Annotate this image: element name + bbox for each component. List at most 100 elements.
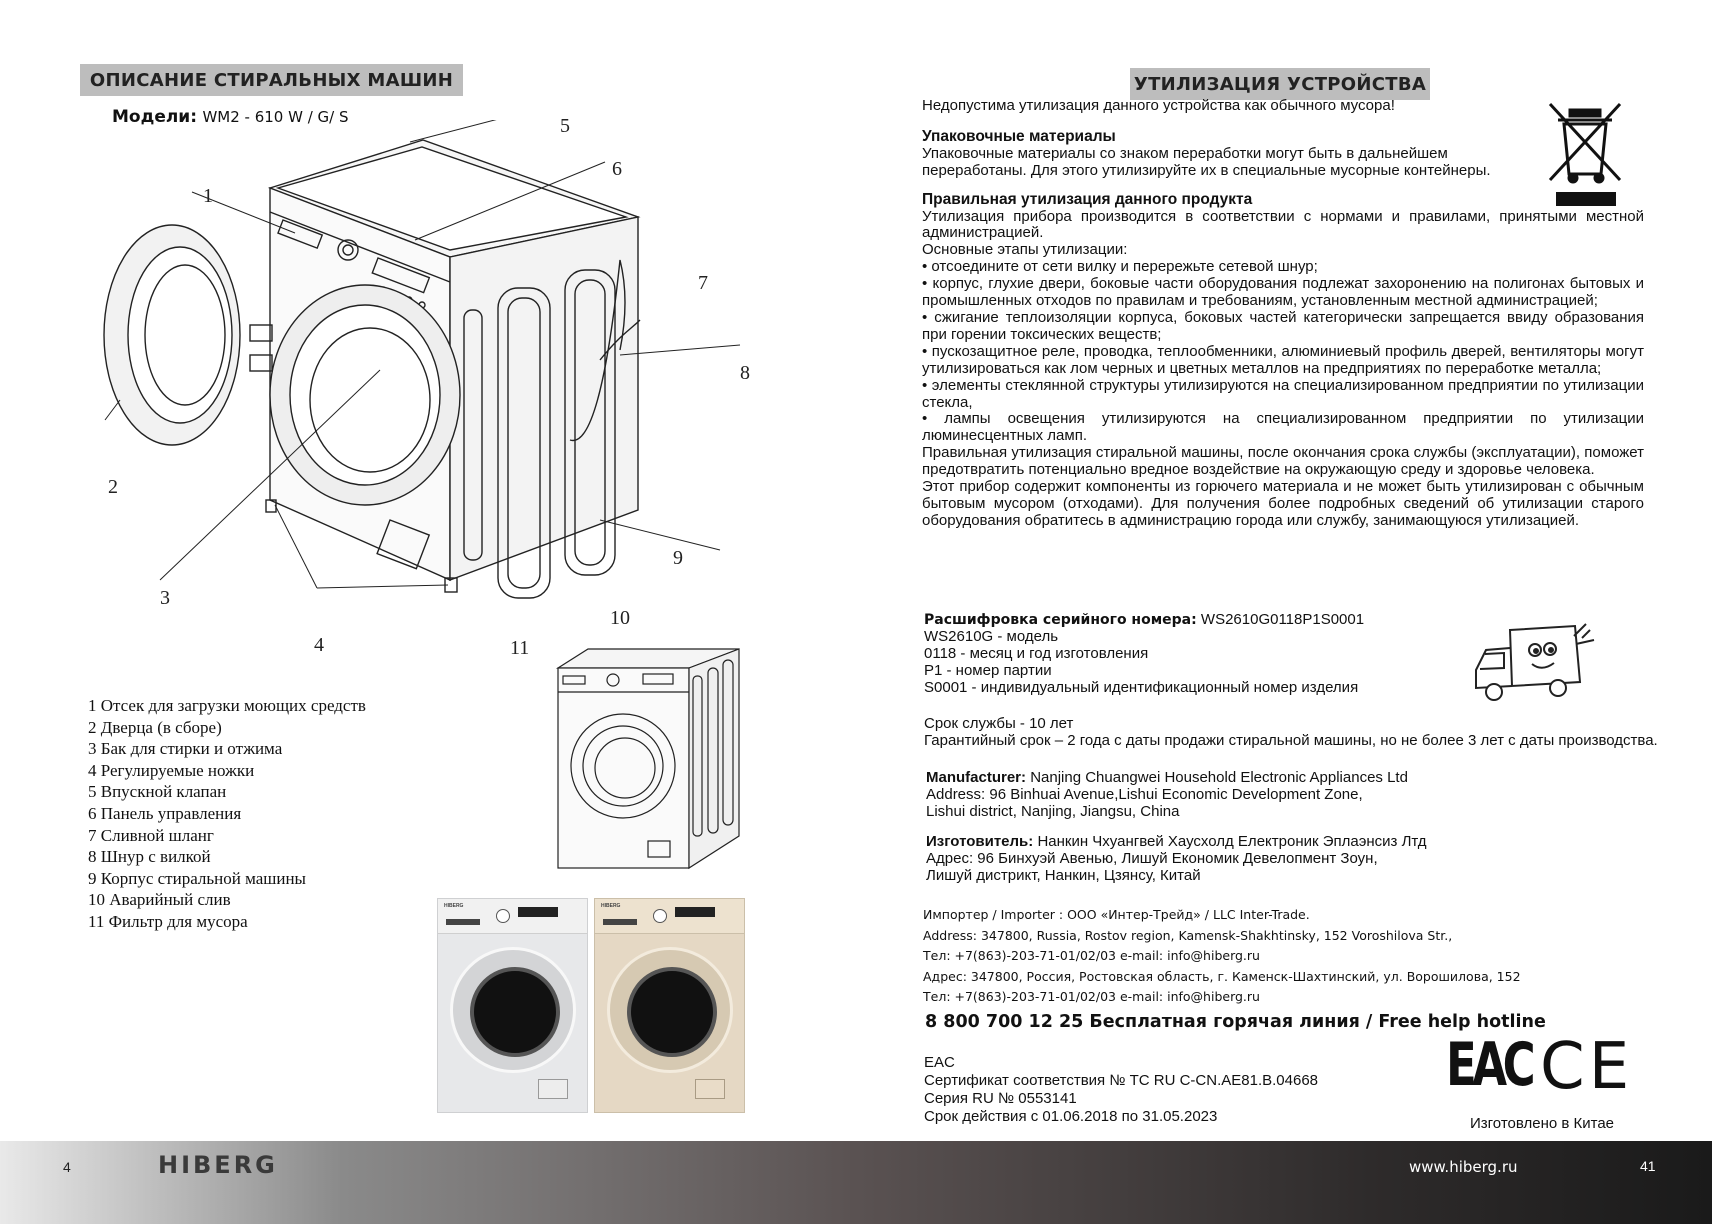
made-in-text: Изготовлено в Китае: [1470, 1115, 1615, 1132]
brand-logo: HIBERG: [158, 1151, 278, 1179]
callout-5: 5: [560, 115, 570, 137]
importer-line: Импортер / Importer : ООО «Интер-Трейд» …: [923, 907, 1310, 922]
legend-item: 3 Бак для стирки и отжима: [88, 739, 283, 759]
ce-mark-icon: CE: [1540, 1030, 1634, 1104]
washing-machine-rear-drawing: [555, 648, 740, 870]
models-value: WM2 - 610 W / G/ S: [202, 108, 349, 126]
importer-line: Address: 347800, Russia, Rostov region, …: [923, 927, 1453, 943]
disposal-paragraph: • корпус, глухие двери, боковые части об…: [922, 275, 1644, 310]
disposal-paragraph: • отсоедините от сети вилку и перережьте…: [922, 258, 1318, 276]
packaging-text: Упаковочные материалы со знаком перерабо…: [922, 144, 1491, 179]
cert-line: EAC: [924, 1054, 955, 1071]
photo-brand: HIBERG: [601, 903, 621, 909]
service-life: Срок службы - 10 лет: [924, 715, 1074, 732]
importer-line: Тел: +7(863)-203-71-01/02/03 e-mail: inf…: [923, 948, 1260, 963]
footer-bar: 4 HIBERG www.hiberg.ru 41: [0, 1141, 1712, 1224]
beige-model-photo: HIBERG: [594, 898, 745, 1113]
right-page-number: 41: [1640, 1158, 1656, 1174]
callout-2: 2: [108, 476, 118, 498]
manufacturer-value: Nanjing Chuangwei Household Electronic A…: [1030, 769, 1408, 786]
parts-legend: 1 Отсек для загрузки моющих средств 2 Дв…: [88, 695, 366, 933]
serial-line: S0001 - индивидуальный идентификационный…: [924, 678, 1359, 696]
detergent-drawer: [446, 919, 480, 925]
white-model-photo: HIBERG: [437, 898, 588, 1113]
left-page-number: 4: [63, 1159, 71, 1175]
callout-8: 8: [740, 362, 750, 384]
serial-line: 0118 - месяц и год изготовления: [924, 644, 1149, 662]
callout-10: 10: [610, 607, 630, 629]
callout-6: 6: [612, 158, 622, 180]
left-section-title-text: ОПИСАНИЕ СТИРАЛЬНЫХ МАШИН: [89, 69, 454, 91]
legend-item: 5 Впускной клапан: [88, 782, 227, 802]
packaging-title: Упаковочные материалы: [922, 127, 1116, 145]
serial-line: P1 - номер партии: [924, 661, 1052, 679]
legend-item: 4 Регулируемые ножки: [88, 760, 255, 780]
legend-item: 7 Сливной шланг: [88, 825, 214, 845]
dial-knob-icon: [496, 909, 510, 923]
website-text: www.hiberg.ru: [1409, 1158, 1518, 1176]
serial-line: WS2610G - модель: [924, 627, 1059, 645]
delivery-truck-icon: [1475, 623, 1595, 701]
disposal-text: Недопустима утилизация данного устройств…: [922, 97, 1644, 530]
photo-control-panel: [595, 899, 744, 934]
cert-line: Сертификат соответствия № ТС RU C-CN.AE8…: [924, 1072, 1319, 1089]
manufacturer-label: Manufacturer:: [926, 769, 1027, 786]
disposal-paragraph: Правильная утилизация стиральной машины,…: [922, 444, 1644, 479]
door-glass: [627, 967, 717, 1057]
manufacturer-address-line: Address: 96 Binhuai Avenue,Lishui Econom…: [926, 785, 1363, 803]
legend-item: 11 Фильтр для мусора: [88, 911, 248, 931]
izgotovitel-label: Изготовитель:: [926, 833, 1034, 850]
serial-block: Расшифровка серийного номера: WS2610G011…: [924, 611, 1365, 697]
cert-line: Серия RU № 0553141: [924, 1090, 1077, 1107]
izgotovitel-address-line: Адрес: 96 Бинхуэй Авенью, Лишуй Економик…: [926, 849, 1378, 867]
disposal-paragraph: Этот прибор содержит компоненты из горюч…: [922, 478, 1644, 529]
disposal-paragraph: • пускозащитное реле, проводка, теплообм…: [922, 342, 1644, 377]
cert-line: Срок действия с 01.06.2018 по 31.05.2023: [924, 1108, 1218, 1125]
certificate-block: EAC Сертификат соответствия № ТС RU C-CN…: [924, 1054, 1318, 1126]
legend-item: 2 Дверца (в сборе): [88, 717, 222, 737]
models-line: Модели: WM2 - 610 W / G/ S: [112, 107, 349, 127]
disposal-paragraph: Основные этапы утилизации:: [922, 241, 1128, 259]
callout-7: 7: [698, 272, 708, 294]
display-panel: [518, 907, 558, 917]
washing-machine-diagram: [103, 120, 741, 599]
hotline-text: 8 800 700 12 25 Бесплатная горячая линия…: [925, 1012, 1546, 1032]
legend-item: 10 Аварийный слив: [88, 890, 231, 910]
importer-line: Тел: +7(863)-203-71-01/02/03 e-mail: inf…: [923, 989, 1260, 1004]
legend-item: 8 Шнур с вилкой: [88, 847, 211, 867]
eac-mark-icon: EAC: [1446, 1030, 1536, 1100]
callout-4: 4: [314, 634, 324, 656]
intro-text: Недопустима утилизация данного устройств…: [922, 97, 1395, 114]
crossed-bin-icon: [1548, 102, 1622, 206]
disposal-title: Правильная утилизация данного продукта: [922, 190, 1253, 208]
door-glass: [470, 967, 560, 1057]
photo-brand: HIBERG: [444, 903, 464, 909]
importer-block: Импортер / Importer : ООО «Интер-Трейд» …: [923, 905, 1521, 1008]
callout-11: 11: [510, 637, 530, 659]
right-section-title: УТИЛИЗАЦИЯ УСТРОЙСТВА: [1130, 68, 1430, 100]
models-label: Модели:: [112, 107, 198, 127]
disposal-paragraph: • сжигание теплоизоляции корпуса, боковы…: [922, 308, 1644, 343]
serial-label: Расшифровка серийного номера:: [924, 612, 1197, 628]
disposal-paragraph: • лампы освещения утилизируются на специ…: [922, 410, 1644, 445]
detergent-drawer: [603, 919, 637, 925]
warranty-text: Гарантийный срок – 2 года с даты продажи…: [924, 732, 1658, 749]
serial-value: WS2610G0118P1S0001: [1200, 611, 1365, 628]
izgotovitel-value: Нанкин Чхуангвей Хаусхолд Електроник Эпл…: [1037, 833, 1427, 850]
legend-item: 9 Корпус стиральной машины: [88, 868, 306, 888]
filter-cover: [538, 1079, 568, 1099]
manufacturer-block: Manufacturer: Nanjing Chuangwei Househol…: [926, 769, 1408, 821]
importer-line: Адрес: 347800, Россия, Ростовская област…: [923, 968, 1521, 984]
right-section-title-text: УТИЛИЗАЦИЯ УСТРОЙСТВА: [1133, 73, 1427, 95]
legend-item: 6 Панель управления: [88, 803, 242, 823]
manufacturer-address-line: Lishui district, Nanjing, Jiangsu, China: [926, 802, 1180, 820]
photo-control-panel: [438, 899, 587, 934]
izgotovitel-block: Изготовитель: Нанкин Чхуангвей Хаусхолд …: [926, 833, 1427, 885]
legend-item: 1 Отсек для загрузки моющих средств: [88, 696, 366, 715]
display-panel: [675, 907, 715, 917]
dial-knob-icon: [653, 909, 667, 923]
disposal-paragraph: Утилизация прибора производится в соотве…: [922, 207, 1644, 242]
izgotovitel-address-line: Лишуй дистрикт, Нанкин, Цзянсу, Китай: [926, 866, 1201, 884]
callout-1: 1: [203, 185, 213, 207]
disposal-paragraph: • элементы стеклянной структуры утилизир…: [922, 376, 1644, 411]
